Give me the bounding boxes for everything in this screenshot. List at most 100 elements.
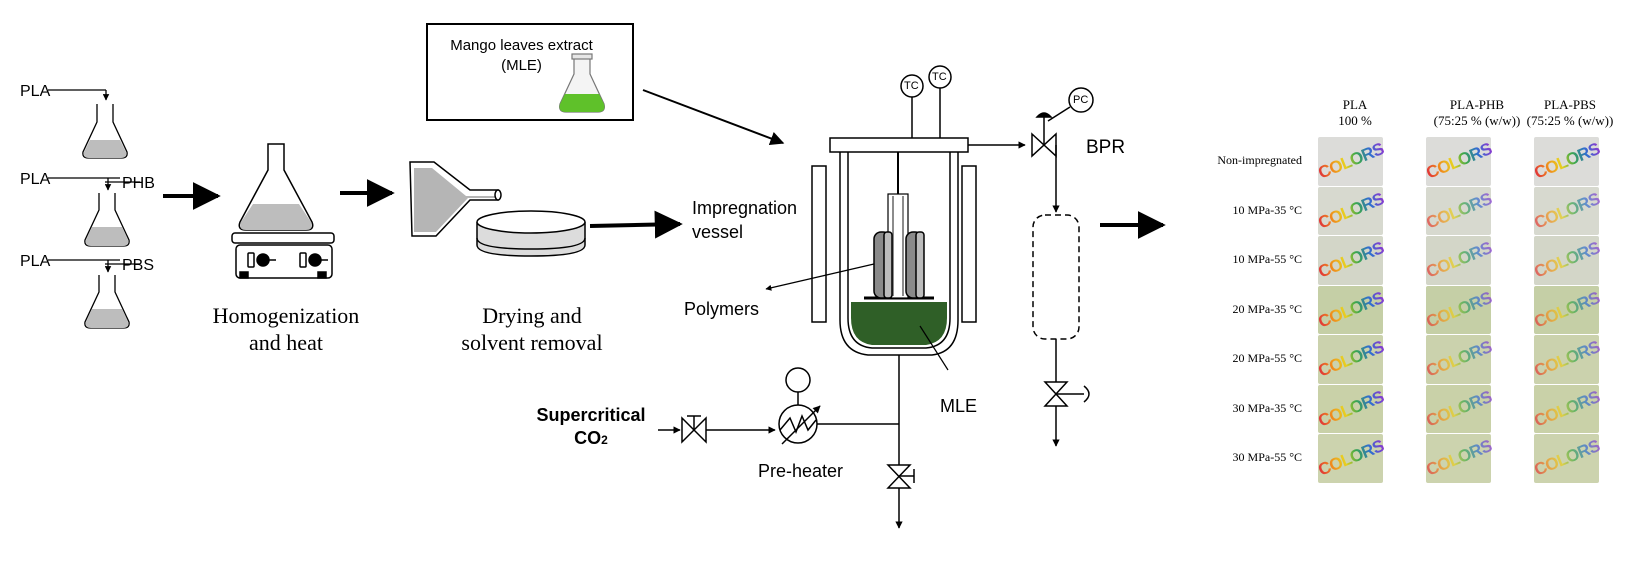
col-header-pla-phb-line2: (75:25 % (w/w)) — [1433, 113, 1521, 128]
result-row-label: Non-impregnated — [1217, 153, 1302, 167]
flask-pla-pbs — [48, 259, 140, 329]
colors-logo: COLORS — [1314, 138, 1386, 183]
sample-photo: COLORS — [1314, 236, 1386, 285]
pre-heater — [778, 367, 821, 445]
mle-box-line1: Mango leaves extract — [450, 37, 593, 54]
mle-label: MLE — [940, 396, 978, 416]
result-row-label: 10 MPa-35 °C — [1232, 202, 1302, 217]
col-header-pla-line2: 100 % — [1338, 113, 1372, 128]
polymers-label: Polymers — [684, 299, 760, 319]
colors-logo: COLORS — [1422, 188, 1494, 233]
col-header-pla-line1: PLA — [1342, 97, 1368, 112]
sample-photo: COLORS — [1530, 137, 1602, 186]
colors-logo: COLORS — [1422, 287, 1494, 332]
scco2-line2: CO2 — [526, 427, 656, 452]
drain-valve — [886, 464, 915, 489]
sample-photo: COLORS — [1530, 384, 1602, 433]
colors-logo: COLORS — [1314, 237, 1386, 282]
step-homogenization-line1: Homogenization — [212, 303, 360, 328]
step-drying: Drying and solvent removal — [432, 302, 632, 356]
colors-logo: COLORS — [1314, 435, 1386, 480]
flask-pla — [48, 89, 128, 159]
sample-photo: COLORS — [1314, 285, 1386, 334]
colors-logo: COLORS — [1530, 435, 1602, 480]
scco2-co: CO — [574, 428, 602, 448]
step-drying-line2: solvent removal — [461, 330, 603, 355]
preheater-label: Pre-heater — [758, 461, 844, 481]
polymers-leader — [765, 263, 875, 291]
sample-photo: COLORS — [1530, 434, 1602, 483]
petri-dish — [476, 210, 586, 257]
label-pla-1: PLA — [20, 83, 51, 100]
tc-label-2: TC — [932, 71, 947, 83]
colors-logo: COLORS — [1530, 287, 1602, 332]
result-row-label: 30 MPa-35 °C — [1232, 400, 1302, 415]
sample-photo: COLORS — [1422, 434, 1494, 483]
label-pla-2: PLA — [20, 171, 51, 188]
colors-logo: COLORS — [1314, 287, 1386, 332]
flask-pla-phb — [48, 177, 140, 247]
sample-photo: COLORS — [1314, 434, 1386, 483]
outlet-valve — [1043, 381, 1090, 407]
scco2-sub: 2 — [601, 433, 608, 447]
vessel-label-line1: Impregnation — [692, 198, 798, 218]
label-phb: PHB — [122, 175, 155, 192]
colors-logo: COLORS — [1530, 386, 1602, 431]
arrow-mle-to-vessel — [642, 89, 785, 146]
sample-photo: COLORS — [1315, 335, 1386, 384]
sample-photo: COLORS — [1422, 137, 1494, 186]
sample-photo: COLORS — [1422, 186, 1494, 235]
mle-leader — [919, 325, 949, 371]
sample-photo: COLORS — [1422, 236, 1494, 285]
sample-photo: COLORS — [1314, 137, 1386, 186]
vessel-label: Impregnation vessel — [692, 196, 797, 244]
colors-logo: COLORS — [1422, 386, 1494, 431]
sample-photo: COLORS — [1530, 335, 1602, 384]
sample-photo: COLORS — [1530, 236, 1602, 285]
sample-photo: COLORS — [1422, 285, 1494, 334]
sample-photo: COLORS — [1314, 384, 1386, 433]
result-row-label: 30 MPa-55 °C — [1232, 450, 1302, 464]
step-homogenization: Homogenization and heat — [186, 302, 386, 356]
mle-box-line2: (MLE) — [501, 57, 542, 74]
colors-logo: COLORS — [1422, 138, 1494, 183]
col-header-pla-pbs-line1: PLA-PBS — [1543, 97, 1597, 112]
label-pla-3: PLA — [20, 253, 51, 270]
mle-flask — [559, 53, 605, 113]
colors-logo: COLORS — [1422, 435, 1494, 480]
separator — [1032, 214, 1080, 340]
step-homogenization-line2: and heat — [249, 330, 323, 355]
arrow-to-vessel — [589, 210, 683, 239]
col-header-pla-phb: PLA-PHB (75:25 % (w/w)) — [1422, 97, 1532, 129]
mle-box-text: Mango leaves extract (MLE) — [434, 36, 609, 76]
hot-plate-stirrer — [231, 143, 335, 279]
impregnation-vessel — [811, 65, 977, 356]
tc-label-1: TC — [904, 80, 919, 92]
pc-label: PC — [1073, 94, 1089, 106]
col-header-pla: PLA 100 % — [1320, 97, 1390, 129]
col-header-pla-phb-line1: PLA-PHB — [1449, 97, 1505, 112]
col-header-pla-pbs-line2: (75:25 % (w/w)) — [1526, 113, 1614, 128]
funnel — [409, 161, 502, 237]
label-pbs: PBS — [122, 257, 155, 274]
bpr-valve — [1031, 87, 1094, 158]
sample-photo: COLORS — [1422, 335, 1494, 384]
sample-photo: COLORS — [1530, 186, 1602, 235]
scco2-line1: Supercritical — [536, 405, 646, 425]
colors-logo: COLORS — [1314, 188, 1386, 233]
colors-logo: COLORS — [1422, 336, 1494, 381]
colors-logo: COLORS — [1314, 386, 1386, 431]
colors-logo: COLORS — [1422, 237, 1494, 282]
colors-logo: COLORS — [1530, 138, 1602, 183]
scco2-label: Supercritical CO2 — [526, 404, 656, 452]
sample-photo: COLORS — [1422, 384, 1494, 433]
result-row-label: 10 MPa-55 °C — [1232, 252, 1302, 266]
result-row-label: 20 MPa-55 °C — [1232, 351, 1302, 365]
colors-logo: COLORS — [1530, 237, 1602, 282]
colors-logo: COLORS — [1530, 188, 1602, 233]
result-row-label: 20 MPa-35 °C — [1232, 301, 1302, 316]
step-drying-line1: Drying and — [482, 303, 582, 328]
vessel-label-line2: vessel — [692, 222, 744, 242]
colors-logo: COLORS — [1530, 336, 1602, 381]
